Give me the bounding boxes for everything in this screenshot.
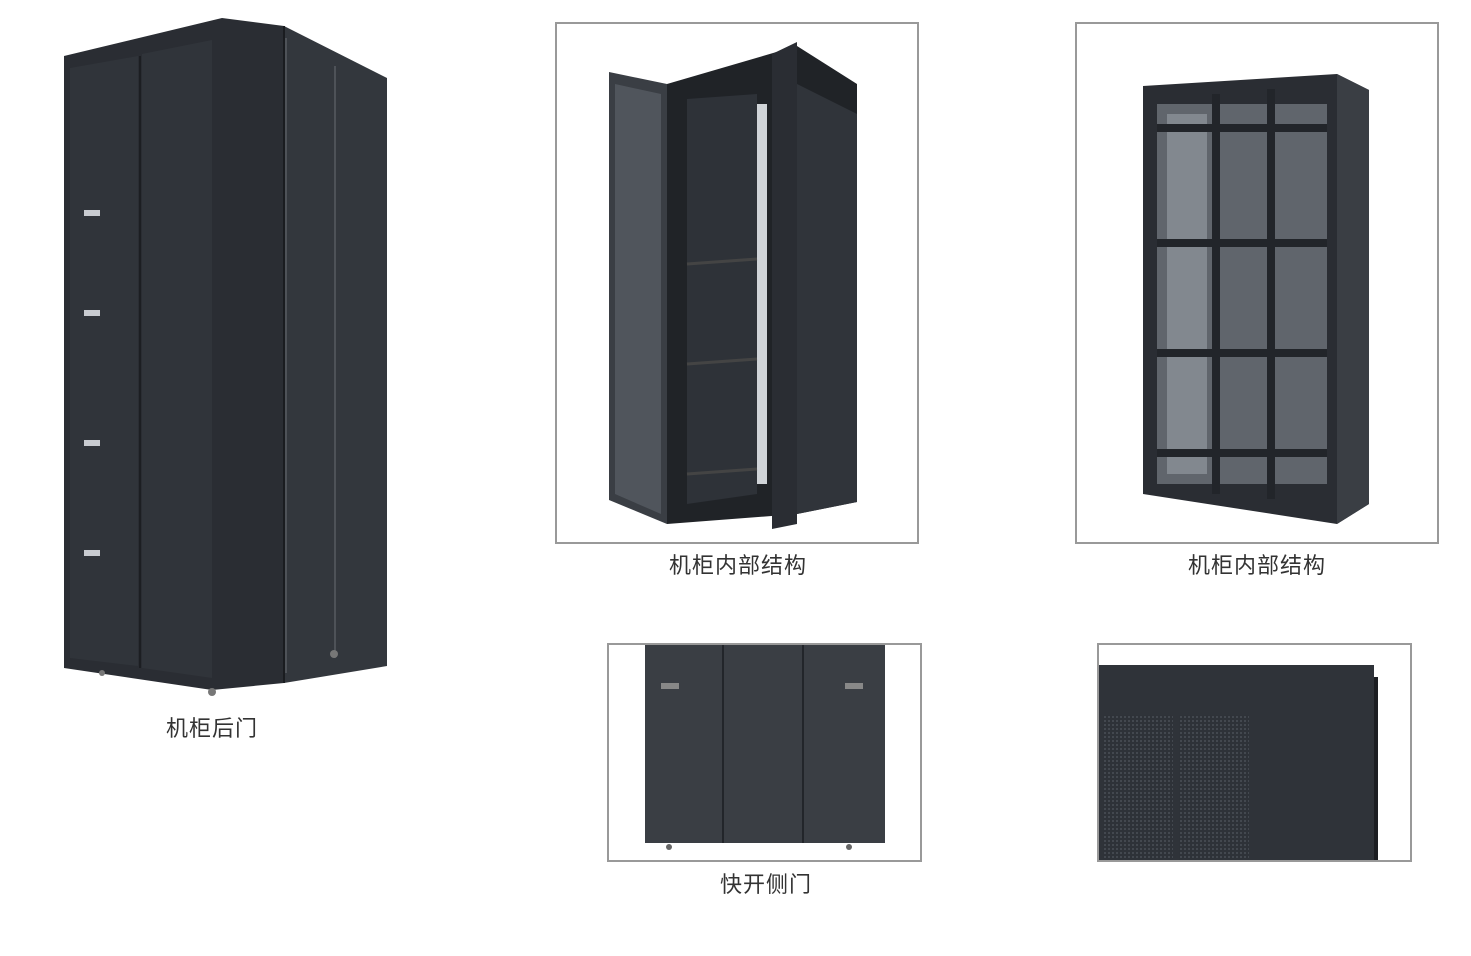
cabinet-rear-door-photo bbox=[62, 18, 392, 700]
side-door-drawing bbox=[645, 645, 885, 850]
cabinet-rear-door-drawing bbox=[64, 18, 387, 696]
caption-rear-door: 机柜后门 bbox=[165, 717, 259, 742]
caption-internal-2: 机柜内部结构 bbox=[1187, 554, 1327, 579]
top-detail-photo bbox=[1097, 643, 1412, 862]
internal-structure-photo-1 bbox=[555, 22, 919, 544]
open-cabinet-drawing bbox=[609, 42, 857, 529]
internal-structure-photo-2 bbox=[1075, 22, 1439, 544]
caption-side-door: 快开侧门 bbox=[719, 873, 813, 898]
caption-internal-1: 机柜内部结构 bbox=[668, 554, 808, 579]
side-door-photo bbox=[607, 643, 922, 862]
frame-cabinet-drawing bbox=[1143, 74, 1369, 524]
